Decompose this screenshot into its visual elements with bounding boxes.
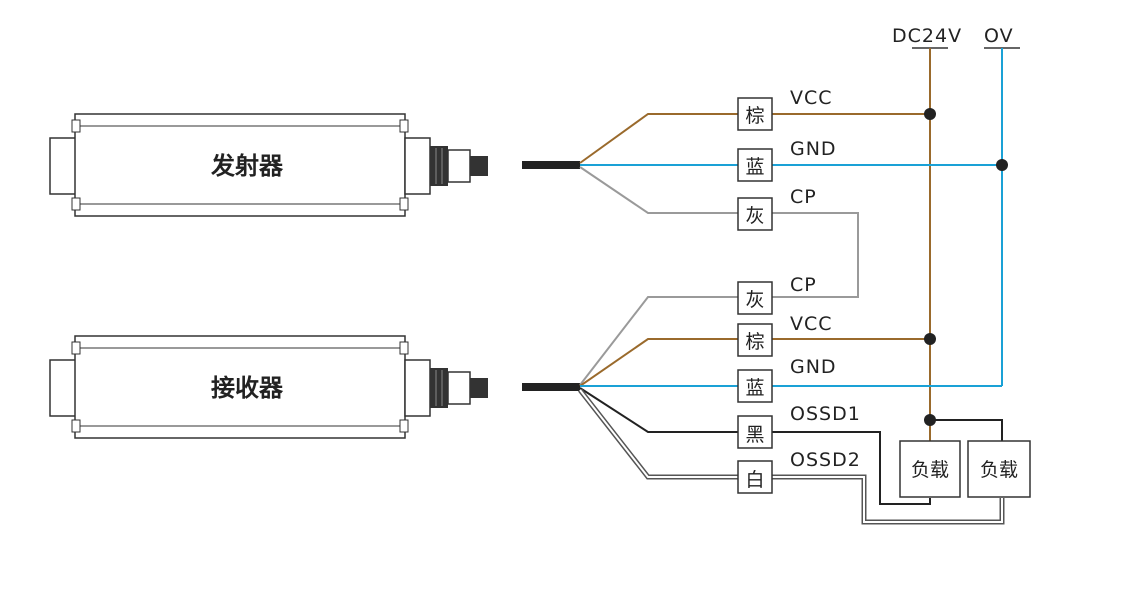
rail-dc24v-label: DC24V xyxy=(892,25,962,47)
receiver-wire-ossd2-color: 白 xyxy=(745,469,764,491)
load-1-label: 负载 xyxy=(911,459,949,481)
emitter-wire-gnd-color: 蓝 xyxy=(745,156,764,178)
receiver-wire-ossd2: 白 OSSD2 xyxy=(578,388,1005,525)
receiver-wire-gnd-color: 蓝 xyxy=(745,377,764,399)
emitter-wire-cp-signal: CP xyxy=(790,186,817,208)
receiver-wire-gnd-signal: GND xyxy=(790,356,837,378)
emitter-wire-cp: 灰 CP xyxy=(579,166,859,298)
receiver-wire-ossd1-signal: OSSD1 xyxy=(790,403,861,425)
receiver-wire-cp-signal: CP xyxy=(790,274,817,296)
emitter-wire-vcc: 棕 VCC xyxy=(579,87,936,164)
receiver-connector xyxy=(430,368,580,408)
emitter-wire-cp-color: 灰 xyxy=(745,205,764,227)
receiver-device: 接收器 xyxy=(49,335,431,439)
load-1: 负载 xyxy=(899,440,961,498)
emitter-connector xyxy=(430,146,580,186)
receiver-wire-cp: 灰 CP xyxy=(579,274,817,386)
emitter-device: 发射器 xyxy=(49,113,431,217)
emitter-wire-vcc-color: 棕 xyxy=(745,105,764,127)
load-2-label: 负载 xyxy=(980,459,1018,481)
receiver-wire-vcc: 棕 VCC xyxy=(579,313,936,387)
receiver-wire-vcc-color: 棕 xyxy=(745,331,764,353)
rail-0v: OV xyxy=(984,25,1020,386)
receiver-label: 接收器 xyxy=(211,374,284,402)
receiver-wire-ossd1: 黑 OSSD1 xyxy=(579,387,931,505)
emitter-label: 发射器 xyxy=(210,152,284,180)
receiver-wire-gnd: 蓝 GND xyxy=(580,356,1002,403)
load-feed xyxy=(924,414,1003,441)
receiver-wire-vcc-signal: VCC xyxy=(790,313,833,335)
rail-0v-label: OV xyxy=(984,25,1014,47)
emitter-wire-gnd: 蓝 GND xyxy=(580,138,1008,182)
receiver-wire-ossd1-color: 黑 xyxy=(745,424,764,446)
load-2: 负载 xyxy=(967,440,1031,498)
receiver-wire-ossd2-signal: OSSD2 xyxy=(790,449,861,471)
emitter-wire-gnd-signal: GND xyxy=(790,138,837,160)
emitter-wire-vcc-signal: VCC xyxy=(790,87,833,109)
rail-dc24v: DC24V xyxy=(892,25,962,444)
receiver-wire-cp-color: 灰 xyxy=(745,289,764,311)
